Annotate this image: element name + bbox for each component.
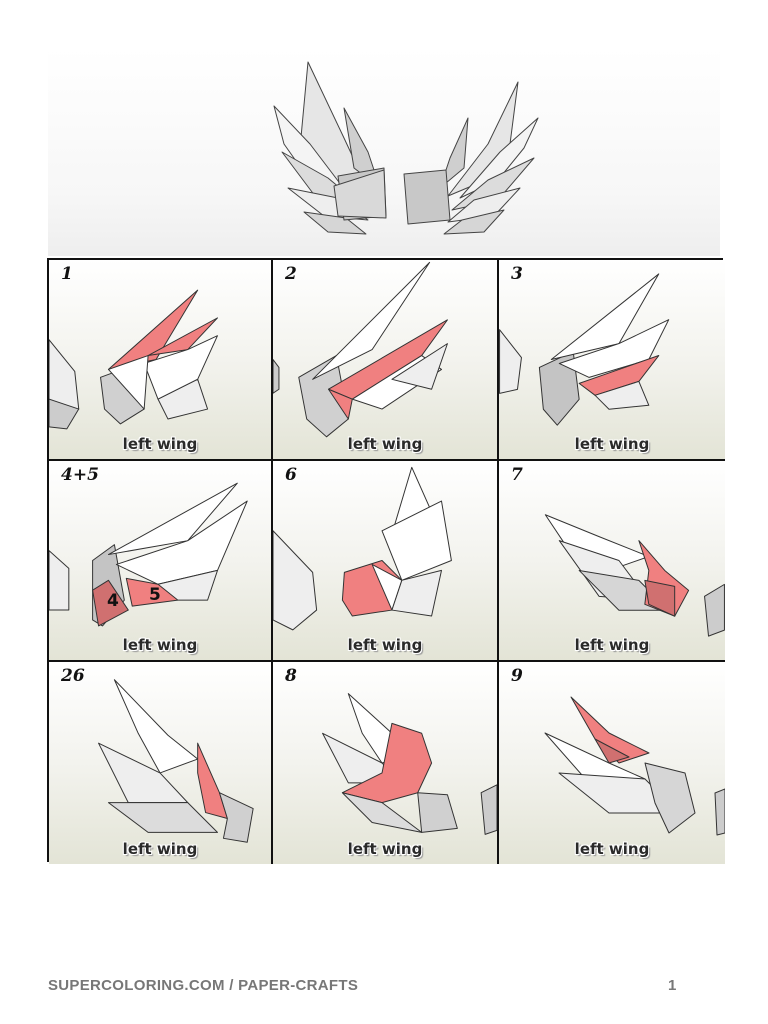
step-panel: 8 left wing bbox=[273, 662, 499, 864]
step-panel: 6 left wing bbox=[273, 461, 499, 662]
step-caption: left wing bbox=[122, 636, 198, 654]
step-panel: 26 left wing bbox=[49, 662, 273, 864]
step-caption: left wing bbox=[347, 840, 423, 858]
step-number: 1 bbox=[61, 264, 73, 284]
step-panel: 3 left wing bbox=[499, 260, 725, 461]
step-caption: left wing bbox=[122, 435, 198, 453]
step-number: 2 bbox=[285, 264, 297, 284]
instruction-grid: 1 left wing 2 left wing bbox=[47, 258, 725, 864]
step-caption: left wing bbox=[574, 435, 650, 453]
footer-source: SUPERCOLORING.COM / PAPER-CRAFTS bbox=[48, 977, 359, 994]
step-panel: 1 left wing bbox=[49, 260, 273, 461]
step-illustration bbox=[544, 696, 725, 836]
step-illustration bbox=[49, 289, 218, 430]
step-number: 7 bbox=[511, 465, 523, 485]
part-label-4: 4 bbox=[107, 591, 119, 611]
step-caption: left wing bbox=[122, 840, 198, 858]
step-caption: left wing bbox=[347, 435, 423, 453]
step-number: 9 bbox=[511, 666, 523, 686]
step-caption: left wing bbox=[574, 840, 650, 858]
step-number: 4+5 bbox=[61, 465, 99, 485]
wings-image bbox=[273, 61, 539, 235]
step-illustration bbox=[273, 466, 452, 631]
step-number: 6 bbox=[285, 465, 297, 485]
step-illustration bbox=[544, 514, 725, 637]
step-caption: left wing bbox=[347, 636, 423, 654]
step-panel: 9 left wing bbox=[499, 662, 725, 864]
step-illustration bbox=[499, 273, 670, 426]
step-number: 26 bbox=[61, 666, 85, 686]
step-illustration bbox=[273, 261, 448, 438]
step-number: 8 bbox=[285, 666, 297, 686]
step-illustration bbox=[49, 482, 248, 627]
step-panel: 2 left wing bbox=[273, 260, 499, 461]
step-illustration bbox=[322, 693, 497, 835]
step-panel: 4+5 4 5 left wing bbox=[49, 461, 273, 662]
page-number: 1 bbox=[668, 977, 677, 994]
step-number: 3 bbox=[511, 264, 523, 284]
step-panel: 7 left wing bbox=[499, 461, 725, 662]
step-caption: left wing bbox=[574, 636, 650, 654]
part-label-5: 5 bbox=[149, 585, 161, 605]
step-illustration bbox=[98, 679, 254, 843]
assembled-wings-illustration bbox=[48, 48, 720, 256]
